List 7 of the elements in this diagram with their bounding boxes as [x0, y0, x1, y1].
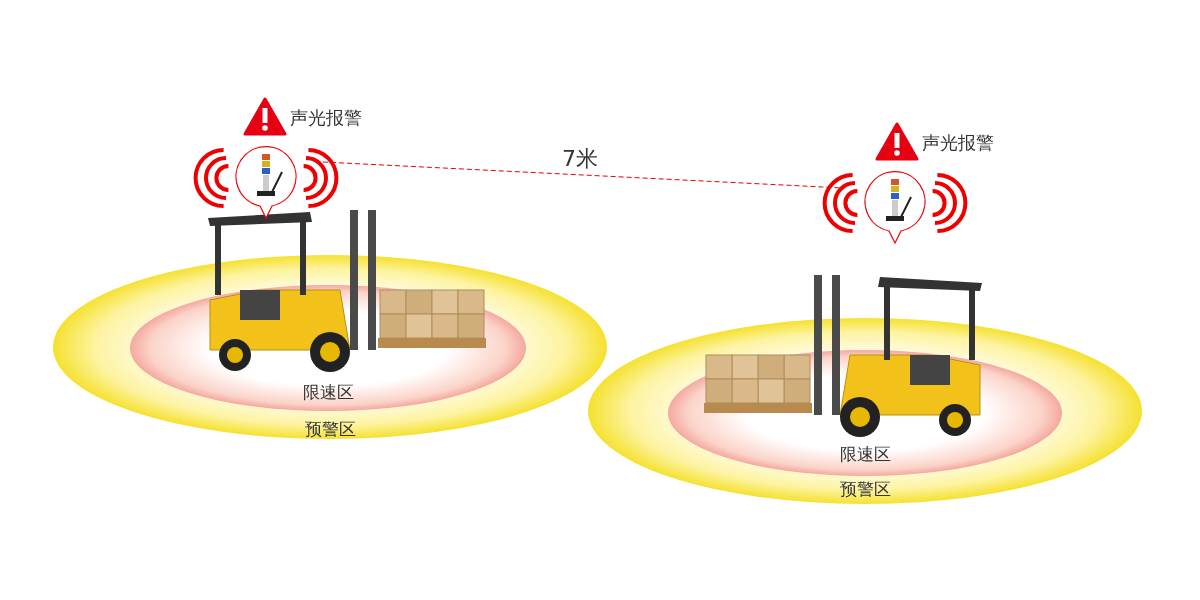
distance-label: 7米	[562, 145, 598, 173]
alarm-label: 声光报警	[922, 131, 994, 155]
zone-label: 预警区	[839, 478, 891, 501]
zone-label: 预警区	[304, 418, 356, 441]
zone-label: 限速区	[839, 443, 891, 466]
alarm-label: 声光报警	[290, 106, 362, 130]
zone-label: 限速区	[302, 381, 354, 404]
